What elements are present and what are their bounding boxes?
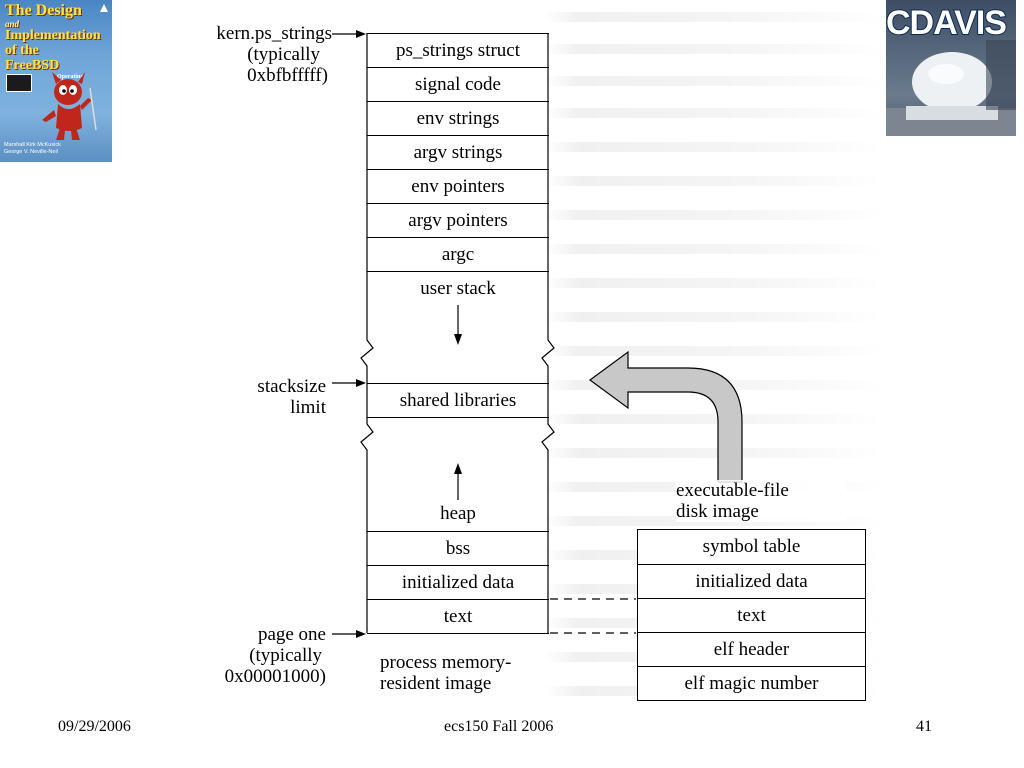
cell-signal-code: signal code (367, 67, 549, 102)
footer-date: 09/29/2006 (58, 718, 131, 735)
cover-badge (6, 74, 32, 92)
process-image-caption: process memory- resident image (380, 652, 512, 694)
cell-env-pointers: env pointers (367, 169, 549, 204)
uc-davis-photo (886, 0, 1016, 136)
disk-image-column: symbol table initialized data text elf h… (637, 529, 866, 701)
label-page-one: page one (typically 0x00001000) (224, 624, 326, 687)
cell-heap: heap (440, 503, 476, 524)
publisher-logo-icon (100, 4, 108, 12)
label-kern-ps-strings: kern.ps_strings (typically 0xbfbfffff) (216, 23, 332, 86)
label-stacksize-limit: stacksize limit (257, 376, 326, 418)
cell-shared-libraries: shared libraries (367, 383, 549, 418)
footer-page-number: 41 (916, 718, 932, 735)
disk-cell-initialized-data: initialized data (638, 564, 865, 599)
disk-cell-elf-header: elf header (638, 632, 865, 667)
book-cover-title: The Design and Implementation of the Fre… (5, 2, 101, 89)
disk-cell-elf-magic-number: elf magic number (638, 666, 865, 701)
uc-davis-logo: CDAVIS (885, 4, 1008, 42)
cell-bss: bss (367, 531, 549, 566)
disk-cell-text: text (638, 598, 865, 633)
cell-initialized-data: initialized data (367, 565, 549, 600)
cell-argv-strings: argv strings (367, 135, 549, 170)
book-cover-authors: Marshall Kirk McKusick George V. Neville… (4, 142, 61, 155)
cell-env-strings: env strings (367, 101, 549, 136)
egghead-sculpture-icon (886, 40, 1016, 136)
footer-course: ecs150 Fall 2006 (444, 718, 554, 735)
cell-argc: argc (367, 237, 549, 272)
disk-image-title: executable-file disk image (676, 480, 846, 522)
disk-cell-symbol-table: symbol table (702, 536, 801, 557)
book-cover-image: The Design and Implementation of the Fre… (0, 0, 112, 162)
cell-ps-strings-struct: ps_strings struct (367, 33, 549, 68)
bsd-daemon-icon (42, 72, 97, 140)
cell-text: text (367, 599, 549, 634)
cell-argv-pointers: argv pointers (367, 203, 549, 238)
load-arrow-icon (588, 350, 743, 483)
cell-user-stack: user stack (367, 271, 549, 306)
